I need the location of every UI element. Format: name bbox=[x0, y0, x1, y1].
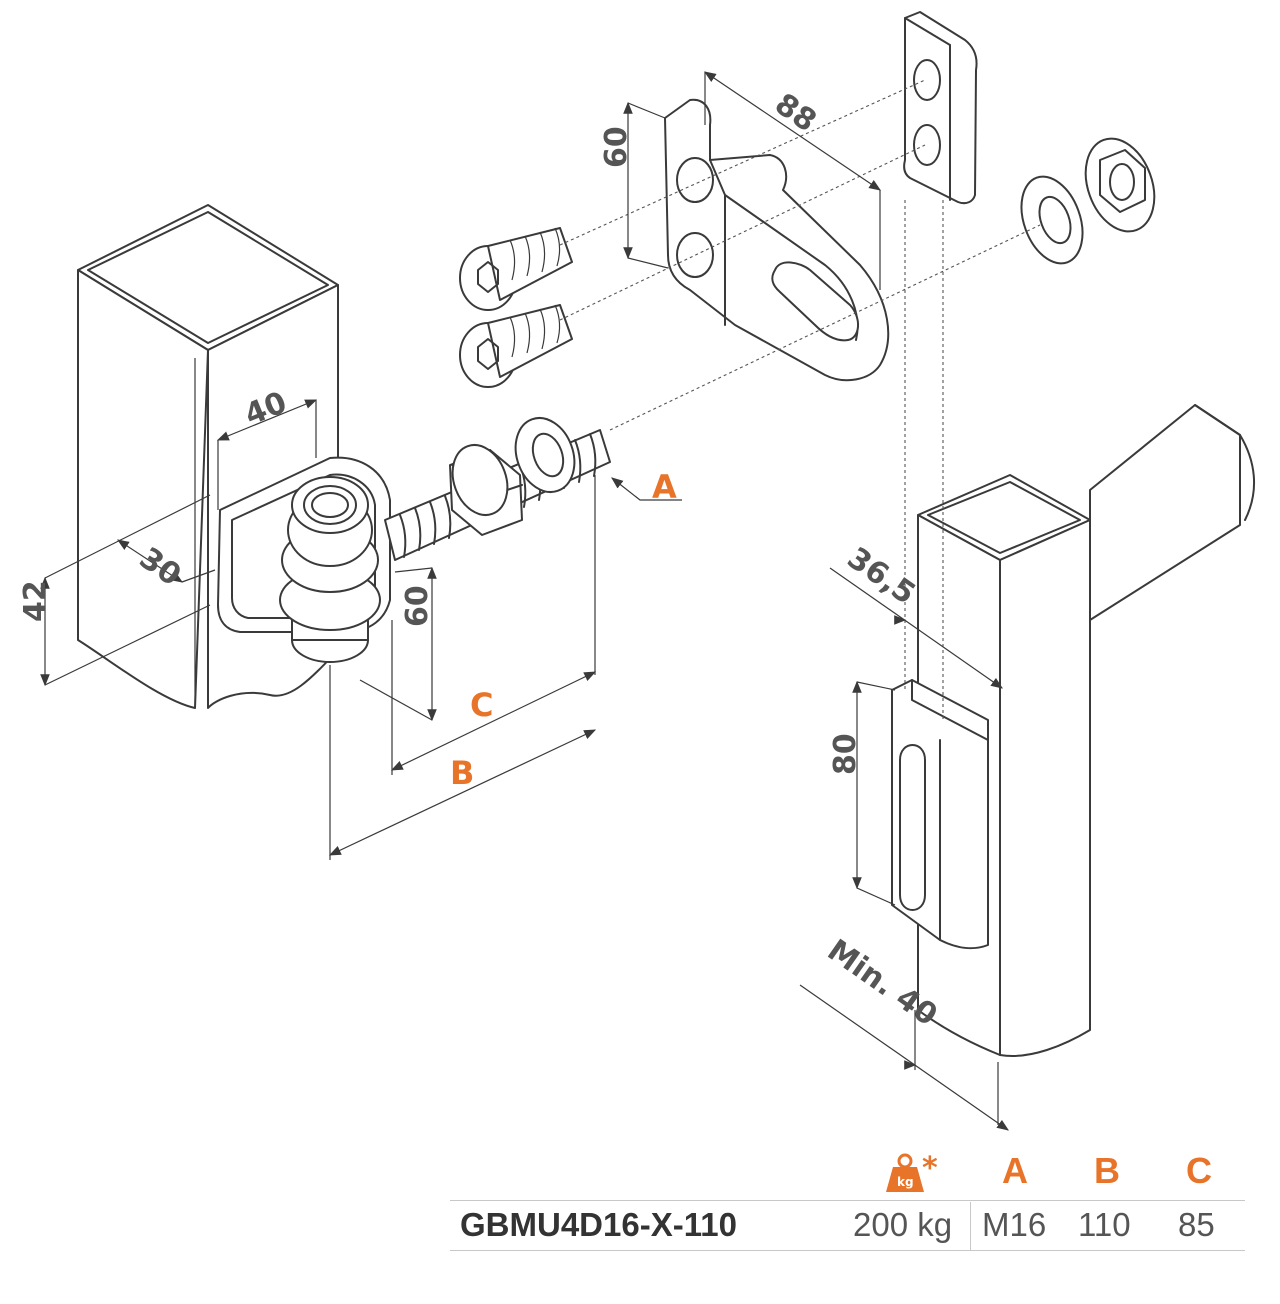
table-top-rule bbox=[450, 1200, 1245, 1201]
header-b: B bbox=[1094, 1150, 1120, 1191]
nut-plate bbox=[903, 11, 978, 205]
label-b: B bbox=[450, 754, 474, 792]
a-value: M16 bbox=[982, 1206, 1047, 1243]
washer-and-nut bbox=[1020, 137, 1156, 265]
dim-offset: 36,5 bbox=[841, 541, 922, 612]
svg-text:kg: kg bbox=[897, 1175, 914, 1189]
b-value: 110 bbox=[1078, 1206, 1131, 1243]
threaded-bolt bbox=[384, 417, 611, 561]
table-separator bbox=[970, 1202, 971, 1250]
weight-kg-icon: kg * bbox=[886, 1151, 938, 1192]
load-value: 200 kg bbox=[853, 1206, 953, 1243]
dim-tube-height: 42 bbox=[18, 580, 53, 622]
table-bottom-rule bbox=[450, 1250, 1245, 1251]
header-a: A bbox=[1002, 1150, 1028, 1191]
dimension-lines bbox=[40, 71, 1009, 1131]
hinge-bracket bbox=[217, 456, 391, 663]
product-code: GBMU4D16-X-110 bbox=[460, 1206, 737, 1243]
socket-bolts bbox=[459, 227, 573, 388]
label-c: C bbox=[470, 686, 493, 724]
dim-plate-height: 60 bbox=[599, 126, 634, 168]
adjustment-plate bbox=[664, 98, 890, 382]
dim-plate-length: 88 bbox=[768, 87, 822, 140]
dim-slot-length: 80 bbox=[828, 733, 863, 775]
c-value: 85 bbox=[1178, 1206, 1215, 1243]
label-a: A bbox=[652, 468, 677, 506]
gate-frame bbox=[891, 404, 1256, 1057]
header-c: C bbox=[1186, 1150, 1212, 1191]
dim-pin-height: 60 bbox=[400, 585, 435, 627]
asterisk: * bbox=[922, 1151, 938, 1186]
